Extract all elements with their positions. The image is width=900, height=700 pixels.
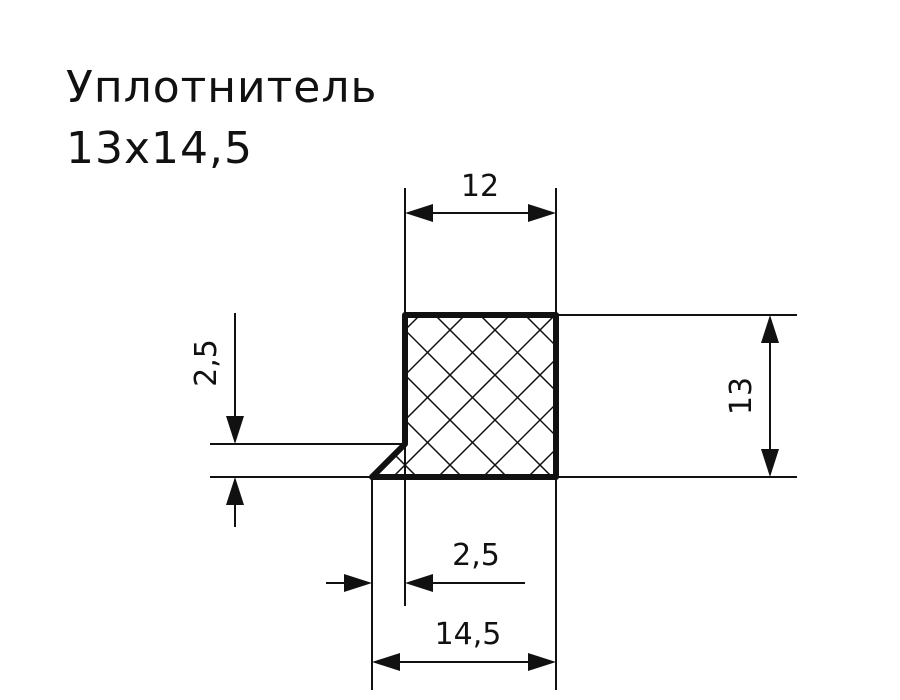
bottom-total-right-arrow <box>528 653 556 671</box>
right-dimension-bottom-arrow <box>761 449 779 477</box>
profile-hatching <box>372 315 556 477</box>
right-dimension-top-arrow <box>761 315 779 343</box>
top-dimension-value: 12 <box>461 169 499 204</box>
right-dimension-value: 13 <box>724 377 759 415</box>
left-dimension-bottom-arrow <box>226 477 244 505</box>
left-dimension-value: 2,5 <box>189 339 224 387</box>
bottom-step-dimension-value: 2,5 <box>452 538 500 573</box>
title-name: Уплотнитель <box>66 62 377 113</box>
bottom-step-left-arrow <box>344 574 372 592</box>
bottom-step-right-arrow <box>405 574 433 592</box>
left-dimension-top-arrow <box>226 416 244 444</box>
title-size: 13x14,5 <box>66 123 253 174</box>
top-dimension-right-arrow <box>528 204 556 222</box>
seal-profile-outline <box>369 312 559 480</box>
bottom-total-left-arrow <box>372 653 400 671</box>
top-dimension-left-arrow <box>405 204 433 222</box>
bottom-total-dimension-value: 14,5 <box>435 617 502 652</box>
